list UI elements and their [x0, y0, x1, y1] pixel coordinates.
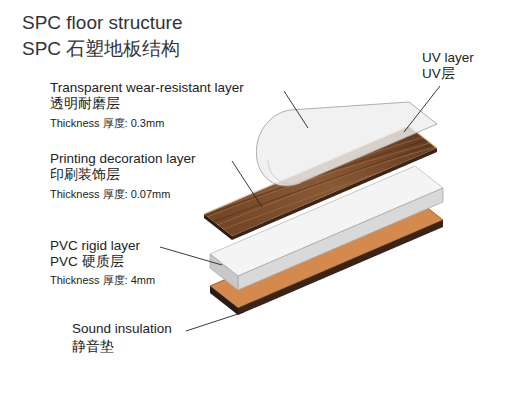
leader-line — [160, 247, 222, 265]
thickness-note: Thickness 厚度: 0.3mm — [50, 117, 164, 130]
layer-name: PVC rigid layer — [50, 238, 140, 254]
layer-name: 静音垫 — [72, 339, 114, 355]
thickness-note: Thickness 厚度: 0.07mm — [50, 188, 170, 201]
leader-line — [232, 161, 262, 207]
sound-layer-end — [210, 286, 238, 315]
leader-line — [284, 91, 308, 128]
thickness-note: Thickness 厚度: 4mm — [50, 274, 155, 287]
leader-line — [186, 312, 244, 331]
layer-name: Printing decoration layer — [50, 151, 196, 167]
layer-name: UV层 — [422, 66, 455, 82]
layer-name: 透明耐磨层 — [50, 96, 120, 112]
film-curl — [268, 160, 300, 184]
layer-name: Sound insulation — [72, 321, 172, 337]
subtitle: SPC 石塑地板结构 — [22, 38, 180, 60]
title: SPC floor structure — [22, 12, 183, 34]
layer-name: 印刷装饰层 — [50, 167, 120, 183]
pvc-layer-end — [210, 254, 238, 290]
layer-name: PVC 硬质层 — [50, 254, 124, 270]
wear-layer-film — [256, 102, 437, 186]
leader-line — [404, 86, 440, 132]
layer-name: Transparent wear-resistant layer — [50, 80, 244, 96]
layer-name: UV layer — [422, 50, 474, 66]
